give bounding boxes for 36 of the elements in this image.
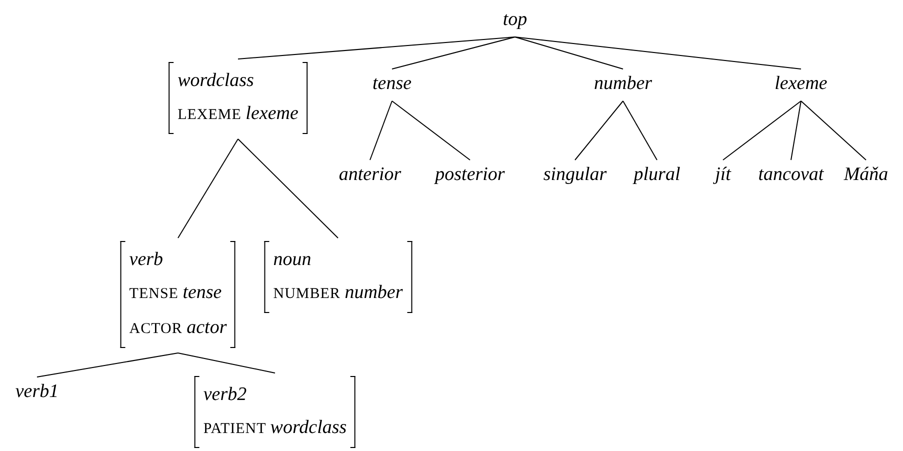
type-label: Máňa xyxy=(844,163,888,187)
tree-branch xyxy=(392,36,516,70)
tree-branch xyxy=(178,138,238,238)
type-name: verb xyxy=(129,248,164,272)
feature-row-text: PATIENT wordclass xyxy=(203,416,347,440)
type-label: number xyxy=(594,72,652,96)
type-name: verb2 xyxy=(203,383,248,407)
type-label: tancovat xyxy=(758,163,824,187)
type-label: plural xyxy=(634,163,680,187)
feature-row-text: ACTOR actor xyxy=(129,316,227,340)
feature-row-text: TENSE tense xyxy=(129,281,223,305)
tree-branch xyxy=(722,100,802,160)
tree-branch xyxy=(622,100,658,160)
tree-branch xyxy=(238,36,516,60)
tree-branch xyxy=(370,100,392,160)
type-label: posterior xyxy=(435,163,505,187)
type-label: top xyxy=(502,8,528,32)
tree-branch xyxy=(392,100,470,160)
type-name: noun xyxy=(273,248,312,272)
type-label: anterior xyxy=(338,163,402,187)
type-label: jít xyxy=(715,163,731,187)
type-label: lexeme xyxy=(774,72,828,96)
tree-branch xyxy=(790,100,802,160)
type-name: wordclass xyxy=(178,69,255,93)
tree-branch xyxy=(800,100,866,160)
type-label: singular xyxy=(543,163,607,187)
feature-row-text: NUMBER number xyxy=(273,281,403,305)
tree-branch xyxy=(514,36,802,70)
tree-branch xyxy=(238,138,338,238)
type-label: verb1 xyxy=(15,380,59,404)
tree-branch xyxy=(178,352,276,374)
feature-row-text: LEXEME lexeme xyxy=(178,102,298,126)
tree-branch xyxy=(36,352,178,378)
tree-branch xyxy=(574,100,624,160)
type-label: tense xyxy=(372,72,412,96)
tree-branch xyxy=(514,36,624,70)
